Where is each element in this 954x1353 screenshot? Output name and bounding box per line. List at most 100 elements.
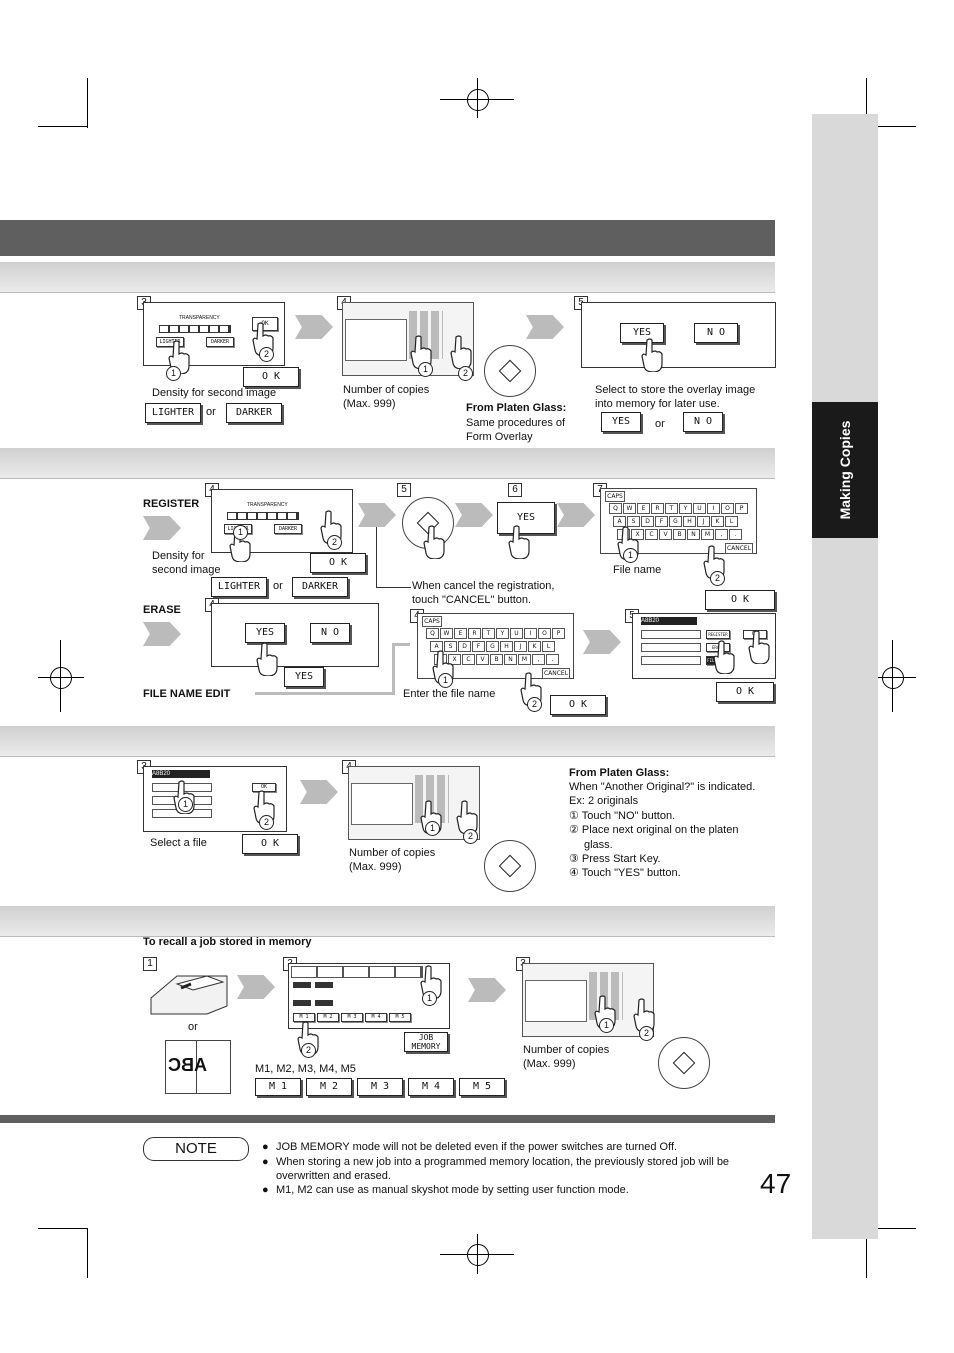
keyboard-key[interactable]: I [524,628,537,639]
keyboard-key[interactable]: T [482,628,495,639]
keyboard-key[interactable]: Y [496,628,509,639]
keyboard-key[interactable]: O [538,628,551,639]
job-memory-button[interactable]: JOB MEMORY [404,1032,448,1052]
keyboard-key[interactable]: U [510,628,523,639]
keyboard-key[interactable]: J [697,516,710,527]
transparency-label: TRANSPARENCY [179,315,220,321]
ok-button[interactable]: O K [310,553,366,573]
keyboard-key[interactable]: J [514,641,527,652]
note-label: NOTE [143,1137,249,1161]
register-button[interactable]: REGISTER [706,630,730,639]
ok-button[interactable]: O K [550,695,606,715]
lighter-button[interactable]: LIGHTER [156,337,184,347]
keyboard-key[interactable]: A [613,516,626,527]
keyboard-key[interactable]: G [669,516,682,527]
keyboard-key[interactable]: W [440,628,453,639]
crop-mark [87,78,88,128]
keyboard-key[interactable]: , [715,529,728,540]
keyboard-key[interactable]: W [623,503,636,514]
note-bullet: ● [262,1156,269,1168]
keyboard-key[interactable]: R [651,503,664,514]
keyboard-key[interactable]: F [655,516,668,527]
darker-button[interactable]: DARKER [226,403,282,423]
yes-button[interactable]: YES [245,623,285,643]
keyboard-key[interactable]: L [725,516,738,527]
yes-button[interactable]: YES [620,323,664,343]
keyboard-key[interactable]: I [707,503,720,514]
keyboard-key[interactable]: P [552,628,565,639]
keyboard-key[interactable]: D [458,641,471,652]
yes-button[interactable]: YES [284,667,324,687]
memory-key-m4[interactable]: M 4 [408,1078,454,1096]
keyboard-key[interactable]: C [462,654,475,665]
keyboard-key[interactable]: Q [609,503,622,514]
selected-file[interactable]: A8B20 [641,617,697,625]
darker-button[interactable]: DARKER [292,577,348,597]
darker-button[interactable]: DARKER [206,337,234,347]
keyboard-key[interactable]: M [701,529,714,540]
caps-key[interactable]: CAPS [422,616,442,627]
keyboard-key[interactable]: R [468,628,481,639]
caps-key[interactable]: CAPS [605,491,625,502]
memory-key-m5[interactable]: M 5 [389,1013,411,1022]
no-button[interactable]: N O [310,623,350,643]
keyboard-key[interactable]: N [504,654,517,665]
memory-key-m2[interactable]: M 2 [317,1013,339,1022]
keyboard-key[interactable]: N [687,529,700,540]
cancel-key[interactable]: CANCEL [542,668,570,679]
keyboard-key[interactable]: K [711,516,724,527]
memory-key-m5[interactable]: M 5 [459,1078,505,1096]
keyboard-key[interactable]: A [430,641,443,652]
keyboard-key[interactable]: O [721,503,734,514]
file-slot[interactable] [641,656,701,665]
memory-key-m1[interactable]: M 1 [293,1013,315,1022]
yes-button[interactable]: YES [601,412,641,432]
lighter-button[interactable]: LIGHTER [145,403,201,423]
keyboard-key[interactable]: V [659,529,672,540]
memory-key-m2[interactable]: M 2 [306,1078,352,1096]
keyboard-key[interactable]: Y [679,503,692,514]
keyboard-key[interactable]: H [683,516,696,527]
keyboard-key[interactable]: X [448,654,461,665]
darker-button[interactable]: DARKER [274,524,302,534]
ok-button[interactable]: O K [716,682,774,702]
ok-button[interactable]: O K [243,367,299,387]
file-slot[interactable] [641,630,701,639]
keyboard-key[interactable]: E [454,628,467,639]
keyboard-key[interactable]: Q [426,628,439,639]
selected-file[interactable]: A8B20 [152,770,210,778]
keyboard-key[interactable]: , [532,654,545,665]
yes-button[interactable]: YES [497,502,555,534]
keyboard-key[interactable]: B [673,529,686,540]
memory-key-m1[interactable]: M 1 [255,1078,301,1096]
ok-button[interactable]: O K [705,590,775,610]
keyboard-key[interactable]: S [444,641,457,652]
keyboard-key[interactable]: E [637,503,650,514]
keyboard-key[interactable]: L [542,641,555,652]
keyboard-key[interactable]: M [518,654,531,665]
keyboard-key[interactable]: K [528,641,541,652]
keyboard-key[interactable]: . [546,654,559,665]
memory-key-m3[interactable]: M 3 [341,1013,363,1022]
ok-button[interactable]: O K [242,834,298,854]
memory-key-m3[interactable]: M 3 [357,1078,403,1096]
memory-key-m4[interactable]: M 4 [365,1013,387,1022]
no-button[interactable]: N O [694,323,738,343]
keyboard-key[interactable]: G [486,641,499,652]
keyboard-key[interactable]: T [665,503,678,514]
keyboard-key[interactable]: U [693,503,706,514]
keyboard-key[interactable]: D [641,516,654,527]
keyboard-key[interactable]: B [490,654,503,665]
keyboard-key[interactable]: P [735,503,748,514]
keyboard-key[interactable]: V [476,654,489,665]
file-slot[interactable] [641,643,701,652]
keyboard-key[interactable]: X [631,529,644,540]
lighter-button[interactable]: LIGHTER [211,577,267,597]
keyboard-key[interactable]: F [472,641,485,652]
keyboard-key[interactable]: . [729,529,742,540]
keyboard-key[interactable]: C [645,529,658,540]
keyboard-key[interactable]: H [500,641,513,652]
keyboard-key[interactable]: S [627,516,640,527]
cancel-key[interactable]: CANCEL [725,543,753,554]
no-button[interactable]: N O [683,412,723,432]
